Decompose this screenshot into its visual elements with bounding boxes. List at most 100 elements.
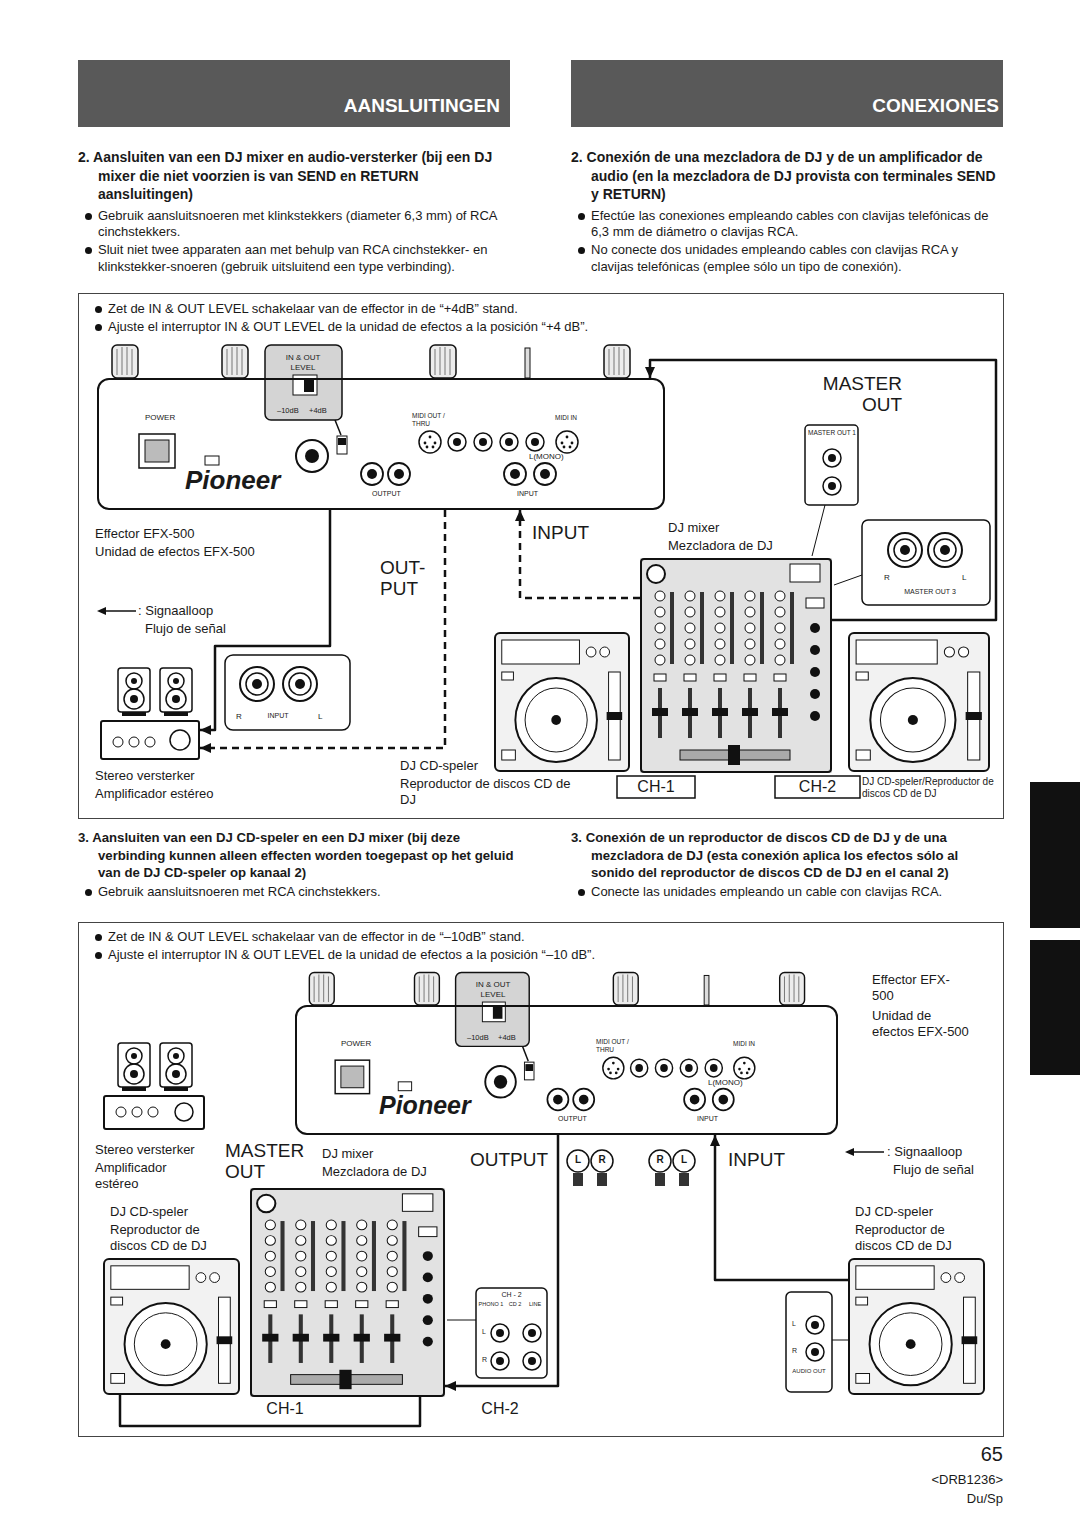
device-label: DJ CD-speler <box>400 758 560 774</box>
amp-knob <box>148 1107 158 1117</box>
device-box: DJ CD-spelerReproductor de discos CD de … <box>103 1258 240 1395</box>
rca-jack <box>806 1343 824 1361</box>
rca-jack <box>523 1324 541 1342</box>
amp-volume <box>170 730 190 750</box>
rca-jack <box>523 1352 541 1370</box>
plug-body <box>655 1173 665 1186</box>
speaker <box>160 668 192 716</box>
section-heading: 3. Conexión de un reproductor de discos … <box>571 829 1003 882</box>
label-text: OUTPUT <box>470 1150 554 1171</box>
label-text: Flujo de señal <box>145 621 305 637</box>
label-text: INPUT <box>517 490 552 498</box>
label-text: LINE <box>525 1301 545 1308</box>
legend-arrow-line <box>850 1151 884 1153</box>
label-text: CH-2 <box>470 1400 530 1418</box>
speaker <box>160 1043 192 1091</box>
device-box: Stereo versterkerAmplificador estéreo <box>103 1095 205 1130</box>
device-box: DJ mixerMezcladora de DJ <box>250 1188 445 1397</box>
section-heading: 2. Aansluiten van een DJ mixer en audio-… <box>78 148 510 204</box>
cable-connector <box>120 1395 420 1426</box>
label-text: CD 2 <box>505 1301 525 1308</box>
label-text: INPUT <box>728 1150 812 1171</box>
channel-box <box>775 776 860 798</box>
label-text: INPUT <box>532 523 622 544</box>
device-label: DJ CD-speler <box>110 1204 250 1220</box>
effector-panel <box>309 972 804 1110</box>
large-jack <box>240 667 274 701</box>
cable-line <box>200 510 330 730</box>
label-text: R <box>236 712 246 722</box>
cable-line <box>715 1135 848 1280</box>
cable-line <box>120 1395 420 1426</box>
device-label: Effector EFX-500 <box>872 972 952 1003</box>
side-tab <box>1030 782 1080 928</box>
label-text: CH-1 <box>255 1400 315 1418</box>
audio-out-inset <box>786 1292 832 1392</box>
label-text: MIDI OUT / THRU <box>412 412 448 428</box>
label-text: Du/Sp <box>880 1491 1003 1507</box>
section-heading: 2. Conexión de una mezcladora de DJ y de… <box>571 148 1003 204</box>
label-text: INPUT <box>697 1115 732 1123</box>
mixer-input-inset <box>476 1288 547 1378</box>
label-text: MIDI IN <box>733 1040 763 1048</box>
label-text: POWER <box>145 413 195 423</box>
amp-knob <box>129 737 139 747</box>
device-label: Stereo versterker <box>95 1142 220 1158</box>
label-text: L <box>572 1154 584 1166</box>
label-text: AUDIO OUT <box>788 1368 830 1375</box>
cable-line <box>650 360 996 620</box>
rca-jack <box>823 449 841 467</box>
label-text: <DRB1236> <box>880 1472 1003 1488</box>
bullet-text: Sluit niet twee apparaten aan met behulp… <box>78 242 510 275</box>
label-text: MASTER OUT <box>225 1141 317 1183</box>
label-text: MIDI IN <box>555 414 585 422</box>
cable-line <box>520 510 640 598</box>
mixer-face <box>640 558 832 773</box>
large-jack <box>928 533 962 567</box>
device-label: DJ mixer <box>322 1146 472 1162</box>
label-text: AANSLUITINGEN <box>80 96 500 117</box>
label-text: Pioneer <box>185 466 305 495</box>
label-text: OUT-PUT <box>380 558 435 600</box>
header-bar <box>571 60 1003 127</box>
device-label: DJ CD-speler/Reproductor de discos CD de… <box>862 776 1000 800</box>
bullet-text: Zet de IN & OUT LEVEL schakelaar van de … <box>88 929 988 945</box>
leader-line <box>834 575 862 585</box>
label-text: L(MONO) <box>529 452 574 462</box>
device-label: DJ mixer <box>668 520 868 536</box>
device-label: Reproductor de discos CD de DJ <box>110 1222 222 1253</box>
cd-player-face <box>848 632 990 772</box>
large-jack <box>283 667 317 701</box>
rca-jack <box>823 477 841 495</box>
cable-connector <box>710 1135 848 1280</box>
label-text: L <box>318 712 328 722</box>
section-heading: 3. Aansluiten van een DJ CD-speler en ee… <box>78 829 518 882</box>
bullet-text: Conecte las unidades empleando un cable … <box>571 884 1003 900</box>
label-text: Pioneer <box>379 1092 499 1120</box>
leader-line <box>812 505 825 556</box>
rca-jack <box>806 1316 824 1334</box>
label-text: 65 <box>940 1443 1003 1465</box>
cable-connector <box>515 510 640 598</box>
label-text: –10dB <box>467 1033 497 1042</box>
bullet-text: Ajuste el interruptor IN & OUT LEVEL de … <box>88 319 988 335</box>
device-box: Stereo versterkerAmplificador estéreo <box>100 720 200 760</box>
mixer-face <box>250 1188 445 1397</box>
bullet-text: No conecte dos unidades empleando cables… <box>571 242 1003 275</box>
device-label: Reproductor de discos CD de DJ <box>400 776 588 807</box>
label-text: CH-1 <box>617 778 695 796</box>
channel-box <box>617 776 695 798</box>
device-box: Effector EFX-500Unidad de efectos EFX-50… <box>97 378 665 510</box>
label-text: L <box>962 573 974 583</box>
bullet-text: Ajuste el interruptor IN & OUT LEVEL de … <box>88 947 988 963</box>
bullet-text: Gebruik aansluitsnoeren met klinkstekker… <box>78 208 510 241</box>
plug-body <box>597 1173 607 1186</box>
plug-end <box>591 1150 613 1172</box>
amp-knob <box>132 1107 142 1117</box>
master-out-inset <box>805 425 858 505</box>
bullet-text: Zet de IN & OUT LEVEL schakelaar van de … <box>88 301 988 317</box>
label-text: +4dB <box>309 406 339 415</box>
cable-line <box>445 1135 558 1386</box>
device-label: Reproductor de discos CD de DJ <box>855 1222 967 1253</box>
